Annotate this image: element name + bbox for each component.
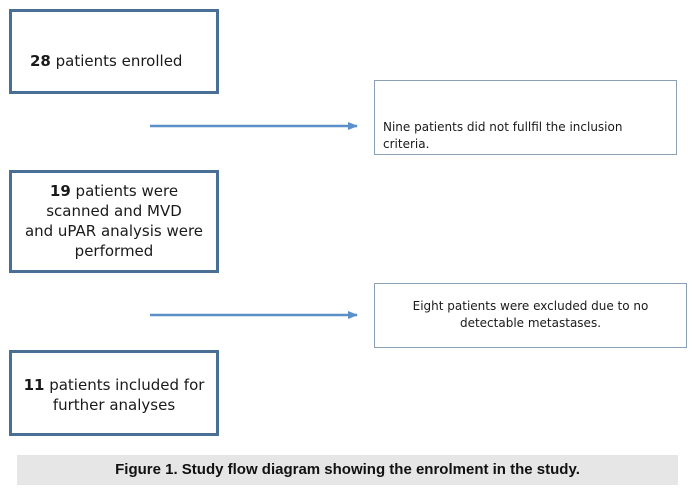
scanned-box: 19 patients were scanned and MVD and uPA… xyxy=(9,170,219,273)
scanned-line-3: and uPAR analysis were xyxy=(24,222,204,240)
exclusion-2-line-2: detectable metastases. xyxy=(459,316,602,330)
figure-caption: Figure 1. Study flow diagram showing the… xyxy=(17,455,678,485)
enrolled-box: 28 patients enrolled xyxy=(9,9,219,94)
exclusion-1-text: Nine patients did not fullfil the inclus… xyxy=(383,120,623,151)
scanned-count: 19 xyxy=(49,182,71,200)
scanned-line-4: performed xyxy=(74,242,154,260)
enrolled-count: 28 xyxy=(30,52,51,70)
scanned-line-1-text: patients were xyxy=(70,182,179,200)
scanned-line-2: scanned and MVD xyxy=(46,202,182,220)
exclusion-box-1: Nine patients did not fullfil the inclus… xyxy=(374,80,677,155)
included-line-2: further analyses xyxy=(52,396,176,414)
included-count: 11 xyxy=(23,376,45,394)
included-box: 11 patients included for further analyse… xyxy=(9,350,219,436)
included-line-1: 11 patients included for xyxy=(16,375,212,395)
enrolled-label: patients enrolled xyxy=(50,52,183,70)
included-line-1-text: patients included for xyxy=(44,376,205,394)
scanned-line-1: 19 patients were xyxy=(16,181,212,201)
exclusion-box-2: Eight patients were excluded due to no d… xyxy=(374,283,687,348)
exclusion-2-line-1: Eight patients were excluded due to no xyxy=(412,299,649,313)
